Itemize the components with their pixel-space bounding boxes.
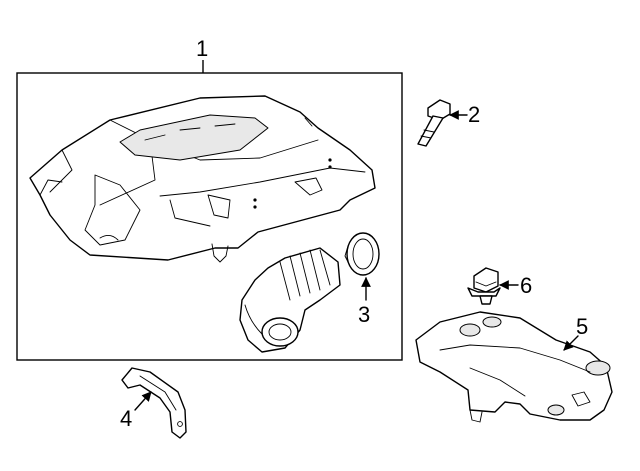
assembly-frame	[16, 72, 403, 361]
callout-5-arrow	[563, 335, 579, 351]
insulator-shield	[415, 311, 613, 423]
callout-6: 6	[520, 273, 532, 298]
callout-4: 4	[120, 406, 132, 431]
callout-1: 1	[196, 36, 208, 61]
air-duct-hose	[239, 247, 341, 353]
bolt	[417, 99, 451, 147]
mounting-bracket	[121, 367, 187, 439]
callout-4-arrow	[134, 391, 152, 411]
callout-3: 3	[358, 302, 370, 327]
retainer-clip	[467, 267, 501, 305]
callout-5: 5	[576, 314, 588, 339]
callout-2: 2	[468, 102, 480, 127]
hose-clamp-ring	[344, 232, 380, 276]
engine-cover	[29, 95, 376, 263]
